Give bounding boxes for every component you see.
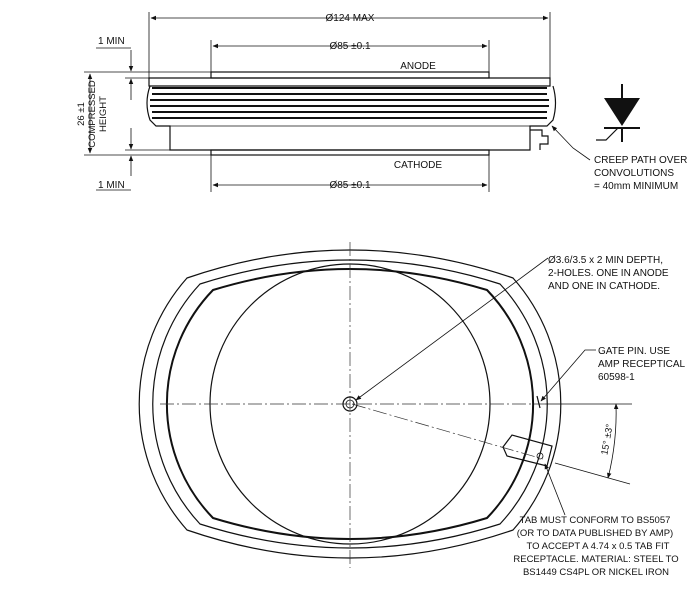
side-view: Ø124 MAX Ø85 ±0.1 ANODE CATHODE Ø85 ±0.1 (76, 12, 687, 192)
gate-lead-side (530, 129, 549, 150)
creep-line1: CREEP PATH OVER (594, 155, 687, 166)
angle-arc (607, 403, 619, 479)
gate-note-line1: GATE PIN. USE (598, 346, 670, 357)
tab-note-line4: RECEPTACLE. MATERIAL: STEEL TO (513, 554, 678, 565)
min-bottom-label: 1 MIN (98, 180, 125, 191)
gate-pin-leader (540, 349, 596, 402)
anode-label: ANODE (400, 61, 436, 72)
convolution-3 (152, 111, 547, 119)
hole-note-line3: AND ONE IN CATHODE. (548, 281, 660, 292)
creep-path-leader (551, 125, 591, 161)
gate-note-line2: AMP RECEPTICAL (598, 359, 685, 370)
tab-leader (544, 463, 566, 516)
hole-note-line1: Ø3.6/3.5 x 2 MIN DEPTH, (548, 255, 663, 266)
min-top-label: 1 MIN (98, 36, 125, 47)
thyristor-symbol-icon (596, 84, 640, 142)
anode-diameter-label: Ø85 ±0.1 (329, 41, 371, 52)
tab-note-line3: TO ACCEPT A 4.74 x 0.5 TAB FIT (527, 541, 670, 552)
tab-note-line5: BS1449 CS4PL OR NICKEL IRON (523, 567, 669, 578)
gate-note-line3: 60598-1 (598, 372, 635, 383)
convolution-1 (152, 87, 547, 95)
gate-tab (502, 434, 553, 467)
creep-line2: CONVOLUTIONS (594, 168, 674, 179)
height-value-label: 26 ±1 (76, 102, 87, 126)
tab-note-line2: (OR TO DATA PUBLISHED BY AMP) (517, 528, 673, 539)
hole-note-line2: 2-HOLES. ONE IN ANODE (548, 268, 669, 279)
tab-note-line1: TAB MUST CONFORM TO BS5057 (520, 515, 671, 526)
cathode-pole-face (210, 149, 490, 156)
cathode-label: CATHODE (394, 160, 442, 171)
creep-line3: = 40mm MINIMUM (594, 181, 678, 192)
plan-view: 15° ±3° Ø3.6/3.5 x 2 MIN DEPTH, 2-HOLES.… (138, 242, 685, 578)
height-height-label: HEIGHT (98, 96, 109, 132)
overall-diameter-label: Ø124 MAX (326, 13, 375, 24)
height-compressed-label: COMPRESSED (87, 80, 98, 148)
center-hole (342, 396, 358, 412)
height-label-group: 26 ±1 COMPRESSED HEIGHT (76, 80, 109, 148)
gate-angle-centerline (351, 403, 544, 460)
angle-label: 15° ±3° (599, 423, 615, 456)
top-flange (148, 77, 551, 87)
inner-flange-outline (152, 259, 548, 549)
gate-tab-hole (536, 452, 544, 460)
cathode-diameter-label: Ø85 ±0.1 (329, 180, 371, 191)
angle-label-group: 15° ±3° (599, 423, 615, 456)
convolution-2 (150, 99, 549, 107)
hole-leader (355, 257, 549, 401)
housing-outline (165, 268, 535, 540)
center-hole-inner (345, 399, 355, 409)
anode-pole-face (210, 71, 490, 79)
angle-extension-inclined (554, 462, 631, 485)
gate-pin (536, 395, 541, 409)
outer-flange-outline (138, 249, 562, 559)
